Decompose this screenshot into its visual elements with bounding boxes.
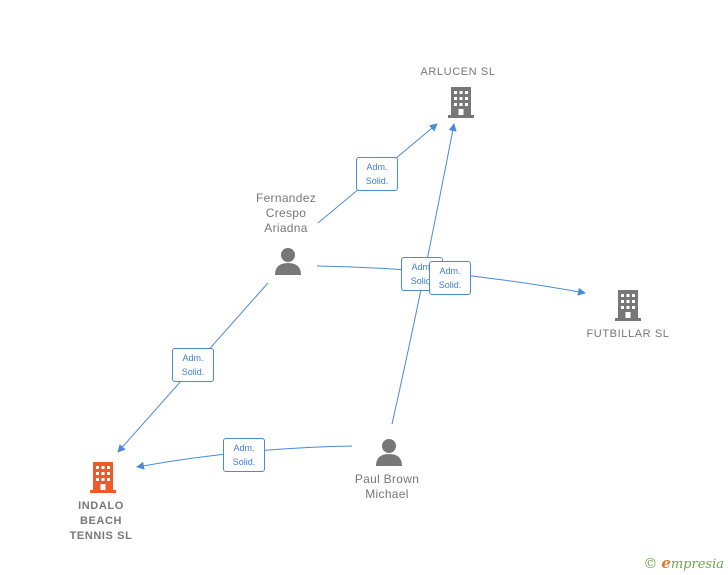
person-icon-paul[interactable] bbox=[373, 437, 405, 467]
empresia-watermark: ©empresia bbox=[643, 554, 724, 572]
node-label-paul[interactable]: Paul Brown Michael bbox=[354, 472, 420, 501]
edge-label-line1: Adm. bbox=[439, 266, 461, 276]
copyright-icon: © bbox=[643, 556, 658, 572]
edge-label-line2: Solid. bbox=[232, 457, 256, 467]
edge-label-paul-indalo: Adm. Solid. bbox=[223, 438, 265, 472]
node-label-indalo[interactable]: INDALO BEACH TENNIS SL bbox=[69, 500, 133, 542]
edge-label-fernandez-futbillar: Adm. Solid. bbox=[429, 261, 471, 295]
edge-label-line1: Adm. bbox=[411, 262, 433, 272]
edge-label-line1: Adm. bbox=[366, 162, 388, 172]
edge-label-line1: Adm. bbox=[233, 443, 255, 453]
edge-label-line2: Solid. bbox=[410, 276, 434, 286]
edge-label-line2: Solid. bbox=[438, 280, 462, 290]
brand-name: mpresia bbox=[670, 557, 724, 572]
building-icon-arlucen[interactable] bbox=[445, 85, 477, 119]
brand-initial: e bbox=[661, 554, 671, 572]
person-icon-fernandez[interactable] bbox=[272, 246, 304, 276]
edge-label-fernandez-arlucen: Adm. Solid. bbox=[356, 157, 398, 191]
building-icon-futbillar[interactable] bbox=[612, 288, 644, 322]
edge-label-line2: Solid. bbox=[181, 367, 205, 377]
node-label-arlucen[interactable]: ARLUCEN SL bbox=[420, 66, 496, 78]
building-icon-indalo[interactable] bbox=[87, 460, 119, 494]
edge-label-line2: Solid. bbox=[365, 176, 389, 186]
node-label-fernandez[interactable]: Fernandez Crespo Ariadna bbox=[255, 191, 317, 235]
node-label-futbillar[interactable]: FUTBILLAR SL bbox=[586, 328, 670, 340]
edge-label-line1: Adm. bbox=[182, 353, 204, 363]
edge-label-fernandez-indalo: Adm. Solid. bbox=[172, 348, 214, 382]
